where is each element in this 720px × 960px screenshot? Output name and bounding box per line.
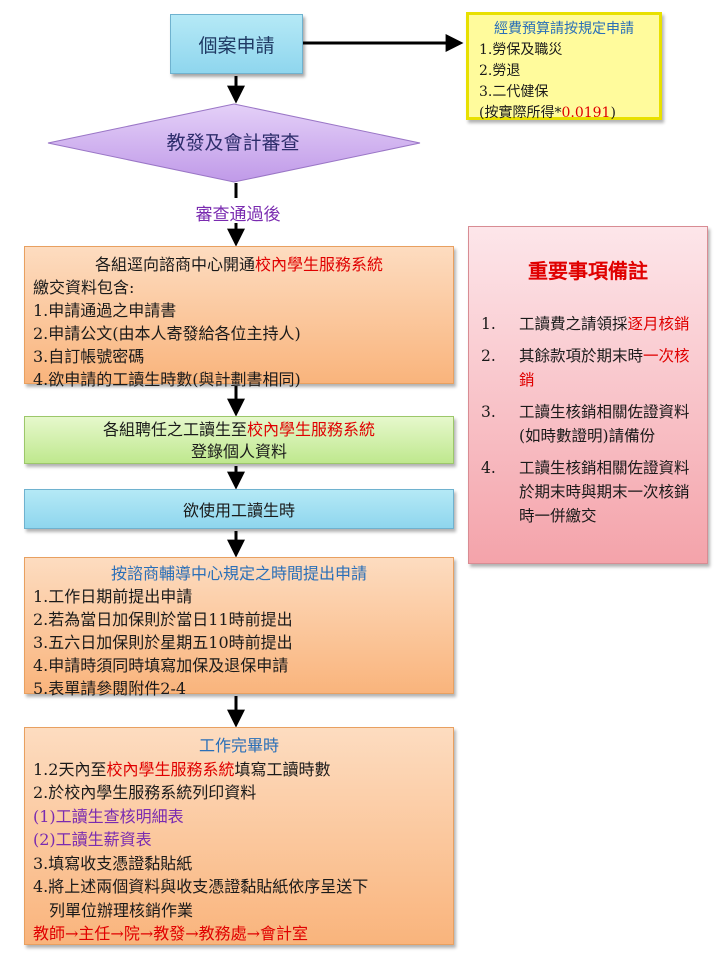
done-title: 工作完畢時: [198, 736, 279, 755]
done-sub-2: (2)工讀生薪資表: [33, 830, 152, 849]
passed-label: 審查通過後: [195, 205, 281, 225]
register-line-2: 登錄個人資料: [190, 442, 287, 461]
budget-box: 經費預算請按規定申請 1.勞保及職災 2.勞退 3.二代健保 (按實際所得*0.…: [466, 12, 662, 121]
review-label: 教發及會計審查: [166, 132, 300, 154]
done-item-3: 3.填寫收支憑證黏貼紙: [33, 853, 193, 873]
apply2-item-4: 4.申請時須同時填寫加保及退保申請: [33, 656, 289, 675]
open-item-1: 1.申請通過之申請書: [33, 301, 177, 320]
apply2-title: 按諮商輔導中心規定之時間提出申請: [110, 564, 367, 583]
notes-title: 重要事項備註: [528, 259, 648, 283]
budget-item-2: 2.勞退: [479, 63, 521, 79]
use-worker-box: 欲使用工讀生時: [24, 489, 454, 529]
note-item: 2. 其餘款項於期末時一次核銷: [481, 347, 690, 389]
register-line-1: 各組聘任之工讀生至校內學生服務系統: [102, 420, 376, 439]
done-item-4-line-2: 列單位辦理核銷作業: [49, 900, 194, 920]
review-diamond: [47, 103, 421, 183]
submit-application-box: 按諮商輔導中心規定之時間提出申請 1.工作日期前提出申請 2.若為當日加保則於當…: [24, 557, 454, 698]
note-item: 1. 工讀費之請領採逐月核銷: [481, 315, 690, 333]
open-item-3: 3.自訂帳號密碼: [33, 347, 145, 366]
apply2-item-3: 3.五六日加保則於星期五10時前提出: [33, 633, 293, 652]
budget-item-1: 1.勞保及職災: [479, 42, 563, 58]
apply2-item-1: 1.工作日期前提出申請: [33, 587, 193, 606]
budget-title: 經費預算請按規定申請: [494, 21, 634, 37]
work-complete-box: 工作完畢時 1.2天內至校內學生服務系統填寫工讀時數 2.於校內學生服務系統列印…: [24, 727, 454, 945]
budget-note: (按實際所得*0.0191): [479, 105, 616, 121]
open-intro: 繳交資料包含:: [33, 278, 135, 297]
register-box: 各組聘任之工讀生至校內學生服務系統 登錄個人資料: [24, 416, 454, 464]
done-sub-1: (1)工讀生查核明細表: [33, 806, 184, 826]
open-item-4: 4.欲申請的工讀生時數(與計劃書相同): [33, 370, 301, 389]
done-item-4-line-1: 4.將上述兩個資料與收支憑證黏貼紙依序呈送下: [33, 877, 369, 896]
apply2-item-5: 5.表單請參閱附件2-4: [33, 679, 187, 698]
done-route: 教師→主任→院→教發→教務處→會計室: [33, 924, 309, 943]
budget-note-value: 0.0191: [561, 105, 611, 121]
done-item-2: 2.於校內學生服務系統列印資料: [33, 783, 257, 802]
open-title: 各組逕向諮商中心開通校內學生服務系統: [94, 255, 384, 274]
open-system-box: 各組逕向諮商中心開通校內學生服務系統 繳交資料包含: 1.申請通過之申請書 2.…: [24, 246, 454, 389]
use-label: 欲使用工讀生時: [182, 501, 295, 520]
note-item: 4. 工讀生核銷相關佐證資料於期末時與期末一次核銷時一併繳交: [481, 459, 690, 525]
apply-box: 個案申請: [170, 14, 303, 74]
notes-box: 重要事項備註 1. 工讀費之請領採逐月核銷 2. 其餘款項於期末時一次核銷 3.…: [468, 226, 708, 564]
done-item-1: 1.2天內至校內學生服務系統填寫工讀時數: [33, 759, 331, 779]
budget-item-3: 3.二代健保: [479, 84, 549, 100]
apply2-item-2: 2.若為當日加保則於當日11時前提出: [33, 610, 293, 629]
open-item-2: 2.申請公文(由本人寄發給各位主持人): [33, 324, 301, 343]
apply-label: 個案申請: [198, 34, 275, 57]
note-item: 3. 工讀生核銷相關佐證資料(如時數證明)請備份: [481, 403, 690, 445]
